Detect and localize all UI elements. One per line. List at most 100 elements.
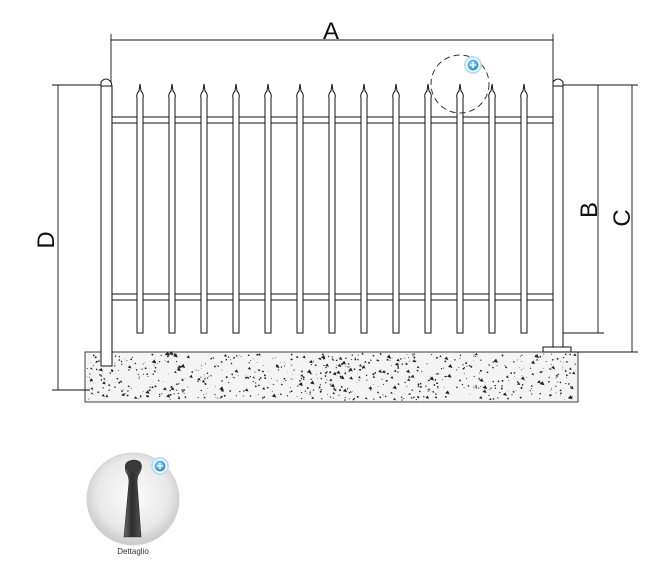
concrete-speckle: [488, 363, 491, 366]
concrete-speckle: [255, 382, 257, 384]
concrete-speckle: [431, 390, 435, 393]
concrete-speckle: [549, 394, 551, 397]
concrete-speckle: [285, 379, 287, 382]
concrete-speckle: [361, 365, 366, 369]
concrete-speckle: [330, 383, 335, 388]
concrete-speckle: [256, 361, 258, 363]
concrete-speckle: [320, 389, 323, 391]
concrete-speckle: [169, 398, 171, 400]
concrete-speckle: [541, 371, 543, 373]
concrete-speckle: [539, 355, 541, 357]
concrete-speckle: [320, 397, 323, 400]
concrete-speckle: [318, 357, 321, 360]
concrete-speckle: [462, 367, 465, 370]
concrete-speckle: [373, 384, 375, 385]
detail-thumbnail[interactable]: [86, 452, 180, 546]
concrete-speckle: [515, 390, 517, 392]
concrete-speckle: [370, 359, 372, 361]
concrete-speckle: [266, 386, 269, 389]
concrete-speckle: [456, 369, 458, 371]
concrete-speckle: [221, 369, 223, 371]
concrete-speckle: [98, 360, 100, 362]
fence-picket: [296, 83, 304, 334]
concrete-speckle: [403, 357, 405, 359]
fence-picket: [232, 83, 240, 334]
zoom-plus-icon[interactable]: [151, 457, 169, 475]
concrete-speckle: [496, 365, 498, 367]
concrete-speckle: [344, 399, 346, 401]
concrete-speckle: [569, 385, 574, 390]
concrete-speckle: [425, 395, 430, 399]
concrete-speckle: [149, 389, 151, 391]
concrete-speckle: [416, 365, 420, 369]
concrete-speckle: [280, 362, 282, 364]
dimension-a: [110, 34, 554, 82]
concrete-speckle: [89, 381, 91, 383]
concrete-speckle: [480, 359, 482, 361]
concrete-speckle: [565, 360, 568, 363]
concrete-speckle: [300, 397, 303, 400]
concrete-speckle: [131, 387, 132, 389]
concrete-speckle: [206, 393, 208, 395]
concrete-speckle: [539, 381, 545, 386]
concrete-speckle: [473, 386, 475, 388]
concrete-speckle: [325, 371, 327, 374]
concrete-speckle: [198, 369, 200, 371]
fence-pickets: [136, 83, 528, 334]
concrete-speckle: [564, 398, 566, 400]
concrete-speckle: [210, 357, 213, 360]
concrete-speckle: [519, 367, 520, 369]
concrete-speckle: [117, 369, 119, 371]
fence-picket: [200, 83, 208, 334]
concrete-speckle: [338, 394, 340, 397]
concrete-speckle: [184, 377, 186, 379]
dimension-d-label: D: [33, 231, 60, 248]
concrete-speckle: [482, 385, 488, 390]
concrete-speckle: [142, 363, 144, 365]
concrete-speckle: [309, 393, 311, 395]
concrete-speckle: [354, 358, 357, 361]
concrete-speckle: [341, 363, 343, 366]
concrete-speckle: [290, 353, 293, 356]
concrete-speckle: [321, 353, 324, 356]
concrete-speckle: [397, 383, 400, 385]
concrete-speckle: [329, 371, 332, 374]
concrete-speckle: [152, 373, 155, 375]
concrete-speckle: [121, 363, 123, 365]
concrete-speckle: [396, 371, 399, 373]
concrete-speckle: [109, 372, 112, 374]
concrete-speckle: [151, 359, 157, 364]
concrete-speckle: [386, 372, 389, 375]
concrete-speckle: [548, 381, 550, 383]
concrete-speckle: [351, 354, 354, 356]
concrete-speckle: [127, 385, 130, 388]
concrete-speckle: [368, 361, 371, 364]
concrete-speckle: [166, 360, 170, 363]
left-post: [100, 85, 113, 367]
concrete-speckle: [379, 353, 382, 355]
concrete-speckle: [413, 353, 415, 355]
concrete-speckle: [334, 388, 336, 390]
concrete-speckle: [373, 398, 375, 400]
concrete-speckle: [568, 367, 572, 371]
concrete-speckle: [161, 393, 163, 395]
concrete-speckle: [492, 361, 494, 363]
concrete-speckle: [419, 382, 422, 385]
concrete-speckle: [406, 378, 411, 382]
concrete-speckle: [227, 356, 230, 358]
concrete-speckle: [179, 383, 181, 385]
concrete-speckle: [206, 372, 209, 374]
concrete-speckle: [421, 370, 423, 372]
concrete-speckle: [365, 374, 368, 376]
concrete-speckle: [521, 354, 523, 357]
concrete-speckle: [381, 370, 386, 374]
concrete-speckle: [121, 393, 125, 397]
concrete-speckle: [567, 395, 573, 400]
left-post-cap: [100, 78, 113, 87]
concrete-speckle: [332, 397, 334, 399]
concrete-speckle: [223, 394, 226, 397]
concrete-speckle: [393, 397, 396, 401]
concrete-speckle: [392, 385, 397, 390]
zoom-plus-icon[interactable]: [464, 56, 482, 74]
concrete-speckle: [349, 376, 353, 380]
